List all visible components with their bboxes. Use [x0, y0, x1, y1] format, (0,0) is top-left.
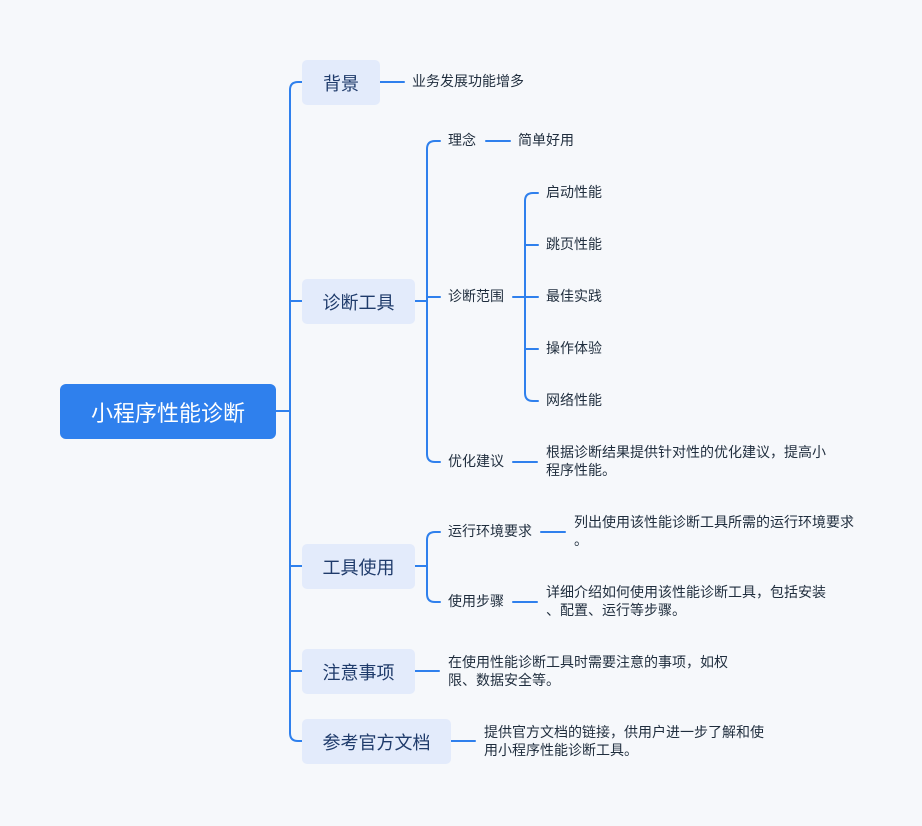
scope-node[interactable]: 诊断范围: [448, 289, 504, 305]
steps-node[interactable]: 使用步骤: [448, 594, 504, 610]
scope-item[interactable]: 最佳实践: [546, 289, 602, 305]
suggestion-detail-line: 根据诊断结果提供针对性的优化建议，提高小: [546, 445, 826, 461]
branch-notes[interactable]: 注意事项: [302, 649, 415, 694]
concept-detail[interactable]: 简单好用: [518, 133, 574, 149]
env-detail[interactable]: 列出使用该性能诊断工具所需的运行环境要求 。: [574, 514, 854, 550]
scope-item[interactable]: 网络性能: [546, 393, 602, 409]
notes-detail[interactable]: 在使用性能诊断工具时需要注意的事项，如权 限、数据安全等。: [448, 654, 728, 690]
suggestion-detail-line: 程序性能。: [546, 463, 616, 479]
link-to-concept: [426, 140, 441, 150]
root-node[interactable]: 小程序性能诊断: [60, 384, 276, 439]
branch-reference[interactable]: 参考官方文档: [302, 719, 451, 764]
link-to-suggestion: [426, 453, 441, 463]
steps-detail-line: 详细介绍如何使用该性能诊断工具，包括安装: [546, 585, 826, 601]
branch-tool-usage[interactable]: 工具使用: [302, 544, 415, 589]
link-to-steps: [426, 593, 441, 603]
link-scope-1: [524, 192, 539, 202]
notes-detail-line: 在使用性能诊断工具时需要注意的事项，如权: [448, 655, 728, 671]
reference-detail-line: 用小程序性能诊断工具。: [484, 743, 638, 759]
steps-detail-line: 、配置、运行等步骤。: [546, 603, 686, 619]
scope-item[interactable]: 启动性能: [546, 185, 602, 201]
branch-background[interactable]: 背景: [302, 60, 380, 105]
suggestion-detail[interactable]: 根据诊断结果提供针对性的优化建议，提高小 程序性能。: [546, 444, 826, 480]
background-detail[interactable]: 业务发展功能增多: [412, 74, 524, 90]
env-detail-line: 。: [574, 533, 588, 549]
branch-diagnostic-tool[interactable]: 诊断工具: [302, 279, 415, 324]
steps-detail[interactable]: 详细介绍如何使用该性能诊断工具，包括安装 、配置、运行等步骤。: [546, 584, 826, 620]
link-to-background: [289, 81, 303, 91]
concept-node[interactable]: 理念: [448, 133, 476, 149]
scope-item[interactable]: 操作体验: [546, 341, 602, 357]
link-to-reference: [289, 732, 303, 742]
reference-detail-line: 提供官方文档的链接，供用户进一步了解和使: [484, 725, 764, 741]
link-scope-5: [524, 392, 539, 402]
notes-detail-line: 限、数据安全等。: [448, 673, 560, 689]
suggestion-node[interactable]: 优化建议: [448, 454, 504, 470]
scope-item[interactable]: 跳页性能: [546, 237, 602, 253]
reference-detail[interactable]: 提供官方文档的链接，供用户进一步了解和使 用小程序性能诊断工具。: [484, 724, 764, 760]
link-to-env: [426, 531, 441, 541]
env-node[interactable]: 运行环境要求: [448, 524, 532, 540]
env-detail-line: 列出使用该性能诊断工具所需的运行环境要求: [574, 515, 854, 531]
